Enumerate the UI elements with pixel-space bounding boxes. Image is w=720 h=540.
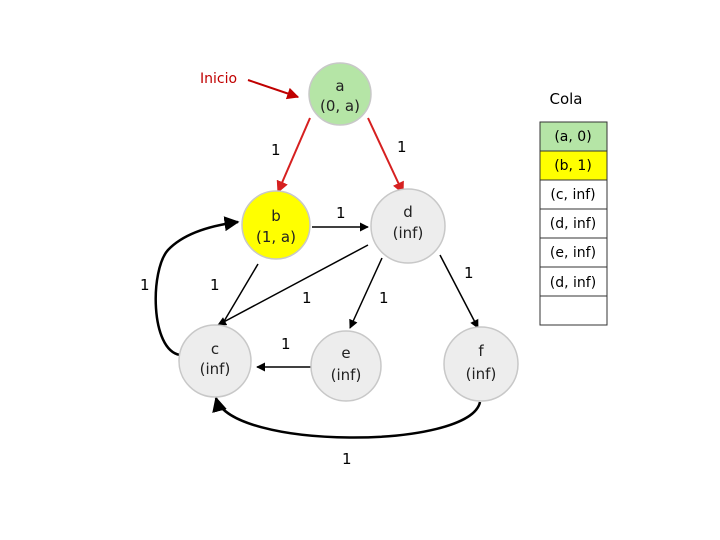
node-c-name: c: [211, 340, 219, 358]
edge-f-c: [212, 396, 482, 439]
queue-cell: [539, 295, 608, 326]
queue-cell: [539, 266, 608, 297]
start-label: Inicio: [200, 71, 237, 87]
node-a-value: (0, a): [320, 97, 360, 115]
queue-cell-label: (b, 1): [554, 158, 592, 174]
edge-weight-f-c: 1: [342, 450, 352, 468]
node-a: a (0, a): [308, 62, 372, 126]
queue-cell-label: (d, inf): [550, 216, 596, 232]
edge-weight-d-e: 1: [379, 289, 389, 307]
node-e-value: (inf): [331, 366, 362, 384]
edge-c-b: [154, 216, 240, 357]
edge-b-c: [222, 263, 259, 324]
edge-weight-e-c: 1: [281, 335, 291, 353]
queue-cell: [539, 179, 608, 210]
queue-cell-label: (c, inf): [550, 187, 595, 203]
node-b-name: b: [271, 207, 281, 225]
queue-title: Cola: [549, 90, 582, 108]
edge-weight-a-b: 1: [271, 141, 281, 159]
edge-a-d: [367, 117, 404, 195]
node-d: d (inf): [370, 188, 446, 264]
node-f: f (inf): [443, 326, 519, 402]
node-b: b (1, a): [241, 190, 311, 260]
queue-cell-label: (a, 0): [554, 129, 591, 145]
node-f-name: f: [478, 342, 484, 360]
queue-cell: [539, 150, 608, 181]
edge-d-e: [349, 257, 383, 329]
queue-cell: [539, 121, 608, 152]
queue-cell: [539, 208, 608, 239]
edge-weight-d-c: 1: [302, 289, 312, 307]
node-a-name: a: [335, 77, 344, 95]
node-f-value: (inf): [466, 365, 497, 383]
start-arrow: [247, 79, 300, 100]
queue-cell: [539, 237, 608, 268]
edge-d-f: [439, 254, 479, 329]
edge-a-b: [276, 117, 311, 194]
edge-weight-b-c: 1: [210, 276, 220, 294]
edge-weight-b-d: 1: [336, 204, 346, 222]
node-b-value: (1, a): [256, 228, 296, 246]
edge-weight-d-f: 1: [464, 264, 474, 282]
node-e: e (inf): [310, 330, 382, 402]
node-d-value: (inf): [393, 224, 424, 242]
node-c-value: (inf): [200, 360, 231, 378]
node-c: c (inf): [178, 324, 252, 398]
node-e-name: e: [341, 344, 350, 362]
queue: (a, 0) (b, 1) (c, inf) (d, inf) (e, inf)…: [539, 121, 608, 326]
edge-weight-c-b: 1: [140, 276, 150, 294]
edge-d-c: [217, 244, 369, 326]
edge-weight-a-d: 1: [397, 138, 407, 156]
queue-cell-label: (d, inf): [550, 275, 596, 291]
node-d-name: d: [403, 203, 413, 221]
queue-cell-label: (e, inf): [550, 245, 596, 261]
